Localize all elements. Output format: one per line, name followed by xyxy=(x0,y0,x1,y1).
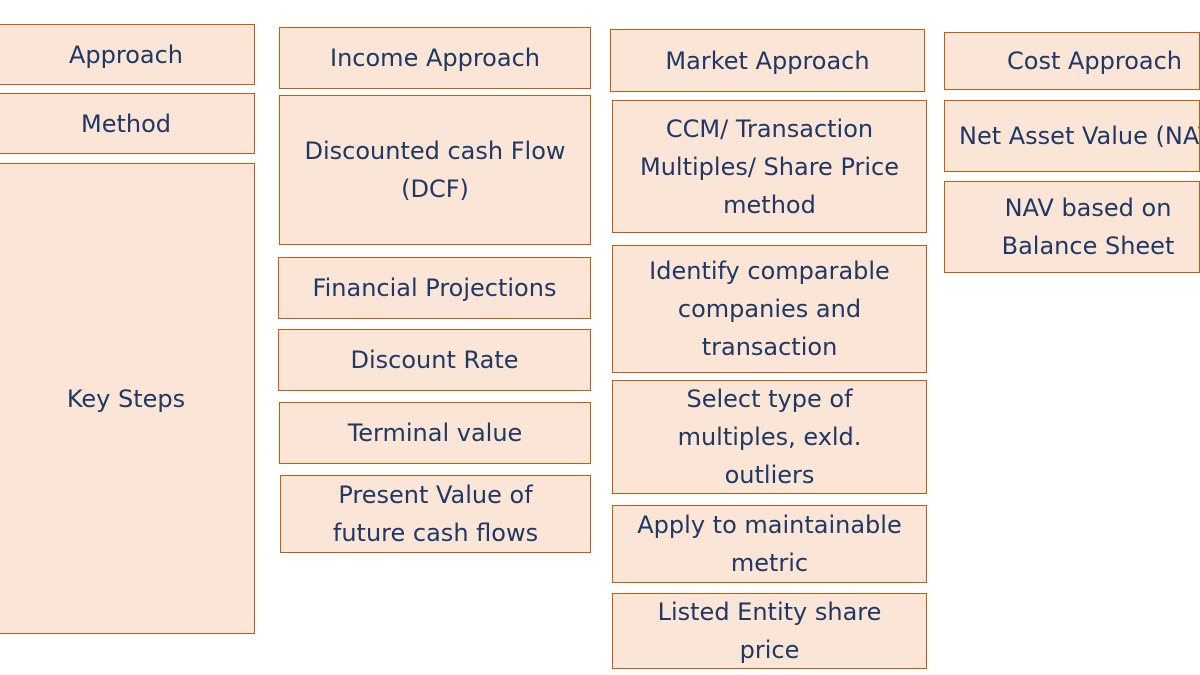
income-method-dcf: Discounted cash Flow (DCF) xyxy=(279,95,591,245)
row-header-approach: Approach xyxy=(0,24,255,85)
income-step-discount-rate: Discount Rate xyxy=(278,329,591,391)
income-step-terminal-value: Terminal value xyxy=(279,402,591,464)
income-step-present-value: Present Value of future cash flows xyxy=(280,475,591,553)
income-approach-header: Income Approach xyxy=(279,27,591,89)
income-step-financial-projections: Financial Projections xyxy=(278,257,591,319)
market-approach-header: Market Approach xyxy=(610,29,925,92)
market-method-ccm: CCM/ Transaction Multiples/ Share Price … xyxy=(612,100,927,233)
market-step-listed-share-price: Listed Entity share price xyxy=(612,593,927,669)
row-header-key-steps: Key Steps xyxy=(0,163,255,634)
market-step-select-multiples: Select type of multiples, exld. outliers xyxy=(612,380,927,494)
market-step-identify-comparables: Identify comparable companies and transa… xyxy=(612,245,927,373)
market-step-apply-metric: Apply to maintainable metric xyxy=(612,505,927,583)
cost-method-nav: Net Asset Value (NAV) xyxy=(944,100,1200,172)
row-header-method: Method xyxy=(0,93,255,154)
cost-approach-header: Cost Approach xyxy=(944,32,1200,90)
cost-step-nav-balance-sheet: NAV based on Balance Sheet xyxy=(944,181,1200,273)
